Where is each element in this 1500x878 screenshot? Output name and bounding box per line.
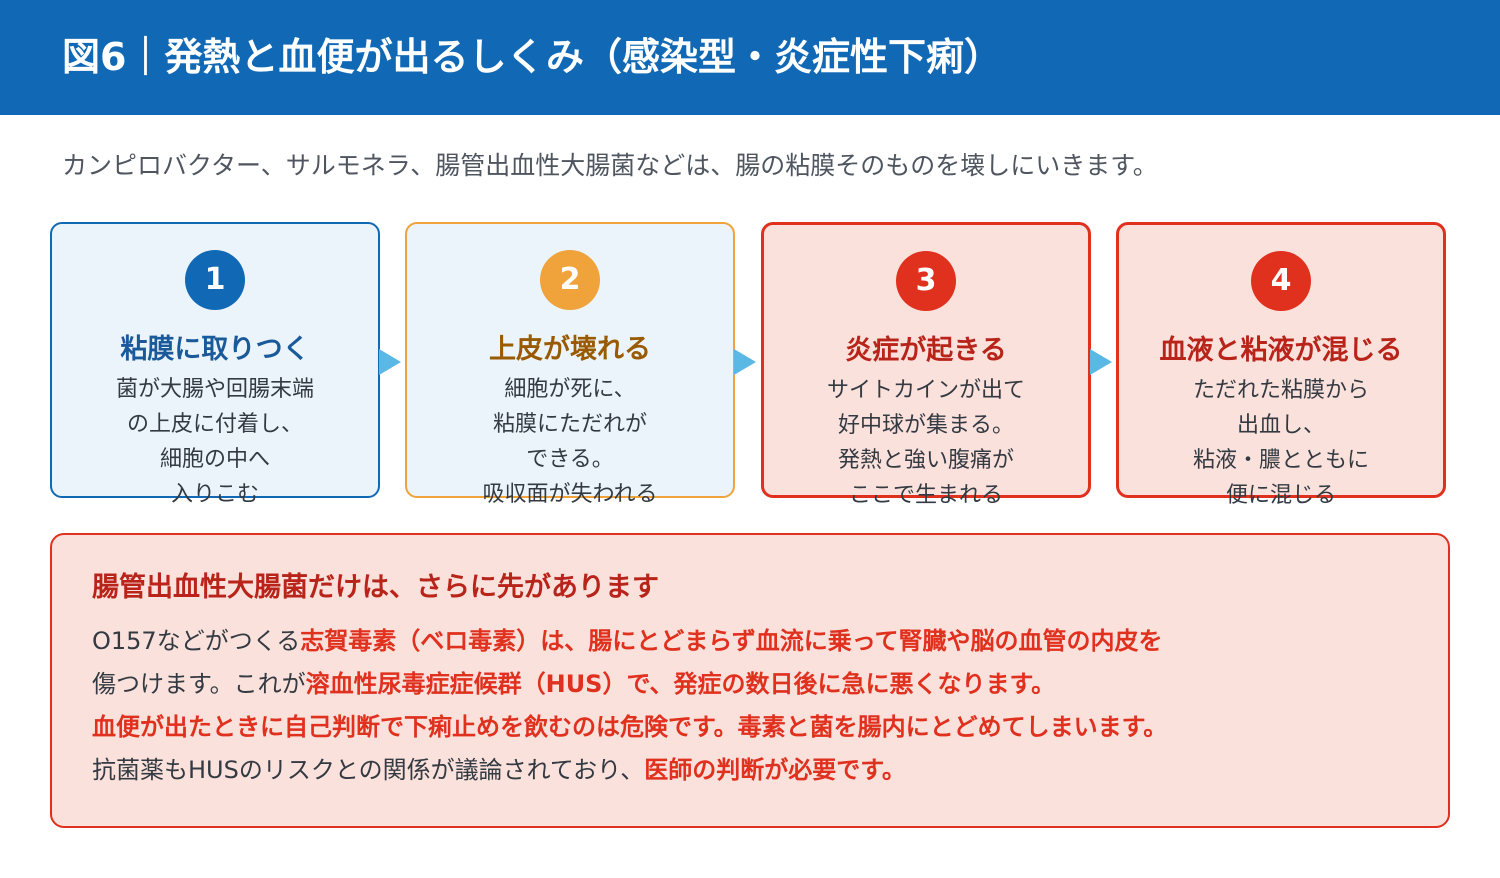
note-line-4: 抗菌薬もHUSのリスクとの関係が議論されており、医師の判断が必要です。 bbox=[92, 750, 906, 785]
step-line: 菌が大腸や回腸末端 bbox=[115, 377, 314, 402]
step-card-4: 4 血液と粘液が混じる ただれた粘膜から 出血し、 粘液・膿とともに 便に混じる bbox=[1116, 222, 1446, 508]
step-line: 入りこむ bbox=[170, 482, 259, 507]
step-description: ただれた粘膜から 出血し、 粘液・膿とともに 便に混じる bbox=[1119, 373, 1443, 513]
step-card-3: 3 炎症が起きる サイトカインが出て 好中球が集まる。 発熱と強い腹痛が ここで… bbox=[761, 222, 1091, 508]
step-card-1: 1 粘膜に取りつく 菌が大腸や回腸末端 の上皮に付着し、 細胞の中へ 入りこむ bbox=[50, 222, 380, 507]
flow-arrow-icon bbox=[379, 349, 401, 375]
note-line-3: 血便が出たときに自己判断で下痢止めを飲むのは危険です。毒素と菌を腸内にとどめてし… bbox=[92, 707, 1167, 742]
note-text: O157などがつくる bbox=[92, 627, 301, 655]
note-text: 抗菌薬もHUSのリスクとの関係が議論されており、 bbox=[92, 756, 645, 784]
step-line: できる。 bbox=[526, 447, 614, 472]
step-line: 発熱と強い腹痛が bbox=[837, 448, 1014, 473]
warning-note-box: 腸管出血性大腸菌だけは、さらに先があります O157などがつくる志賀毒素（ベロ毒… bbox=[50, 533, 1450, 828]
step-line: サイトカインが出て bbox=[826, 378, 1025, 403]
note-highlight: 溶血性尿毒症症候群（HUS）で、発症の数日後に急に悪くなります。 bbox=[305, 670, 1056, 698]
step-title: 血液と粘液が混じる bbox=[1159, 335, 1403, 366]
intro-text: カンピロバクター、サルモネラ、腸管出血性大腸菌などは、腸の粘膜そのものを壊しにい… bbox=[62, 151, 1158, 180]
note-highlight: 医師の判断が必要です。 bbox=[644, 756, 906, 784]
step-line: 粘膜にただれが bbox=[492, 412, 647, 437]
step-line: ただれた粘膜から bbox=[1192, 378, 1369, 403]
step-line: 細胞が死に、 bbox=[504, 377, 636, 402]
step-description: 菌が大腸や回腸末端 の上皮に付着し、 細胞の中へ 入りこむ bbox=[52, 372, 378, 512]
note-highlight: 血便が出たときに自己判断で下痢止めを飲むのは危険です。毒素と菌を腸内にとどめてし… bbox=[92, 713, 1168, 741]
step-line: 出血し、 bbox=[1236, 413, 1325, 438]
note-line-1: O157などがつくる志賀毒素（ベロ毒素）は、腸にとどまらず血流に乗って腎臓や脳の… bbox=[92, 621, 1163, 656]
flow-arrow-icon bbox=[734, 349, 756, 375]
step-number-badge: 4 bbox=[1251, 251, 1311, 311]
step-line: の上皮に付着し、 bbox=[126, 412, 303, 437]
flow-arrow-icon bbox=[1090, 349, 1112, 375]
step-description: 細胞が死に、 粘膜にただれが できる。 吸収面が失われる bbox=[407, 372, 733, 512]
step-number-badge: 3 bbox=[896, 251, 956, 311]
step-title: 炎症が起きる bbox=[845, 335, 1007, 366]
step-title: 上皮が壊れる bbox=[489, 334, 651, 365]
step-line: 便に混じる bbox=[1225, 483, 1336, 508]
step-line: 粘液・膿とともに bbox=[1192, 448, 1369, 473]
step-line: ここで生まれる bbox=[848, 483, 1003, 508]
step-line: 細胞の中へ bbox=[159, 447, 270, 472]
step-line: 好中球が集まる。 bbox=[837, 413, 1014, 438]
step-card-2: 2 上皮が壊れる 細胞が死に、 粘膜にただれが できる。 吸収面が失われる bbox=[405, 222, 735, 507]
step-number-badge: 2 bbox=[540, 250, 600, 310]
note-title: 腸管出血性大腸菌だけは、さらに先があります bbox=[92, 572, 659, 603]
note-text: 傷つけます。これが bbox=[92, 670, 306, 698]
step-line: 吸収面が失われる bbox=[482, 482, 658, 507]
step-description: サイトカインが出て 好中球が集まる。 発熱と強い腹痛が ここで生まれる bbox=[764, 373, 1088, 513]
note-line-2: 傷つけます。これが溶血性尿毒症症候群（HUS）で、発症の数日後に急に悪くなります… bbox=[92, 664, 1055, 699]
step-number-badge: 1 bbox=[185, 250, 245, 310]
header-bar: 図6｜発熱と血便が出るしくみ（感染型・炎症性下痢） bbox=[0, 0, 1500, 115]
note-highlight: 志賀毒素（ベロ毒素）は、腸にとどまらず血流に乗って腎臓や脳の血管の内皮を bbox=[300, 627, 1163, 655]
page-title: 図6｜発熱と血便が出るしくみ（感染型・炎症性下痢） bbox=[62, 35, 1002, 79]
step-title: 粘膜に取りつく bbox=[120, 334, 310, 365]
